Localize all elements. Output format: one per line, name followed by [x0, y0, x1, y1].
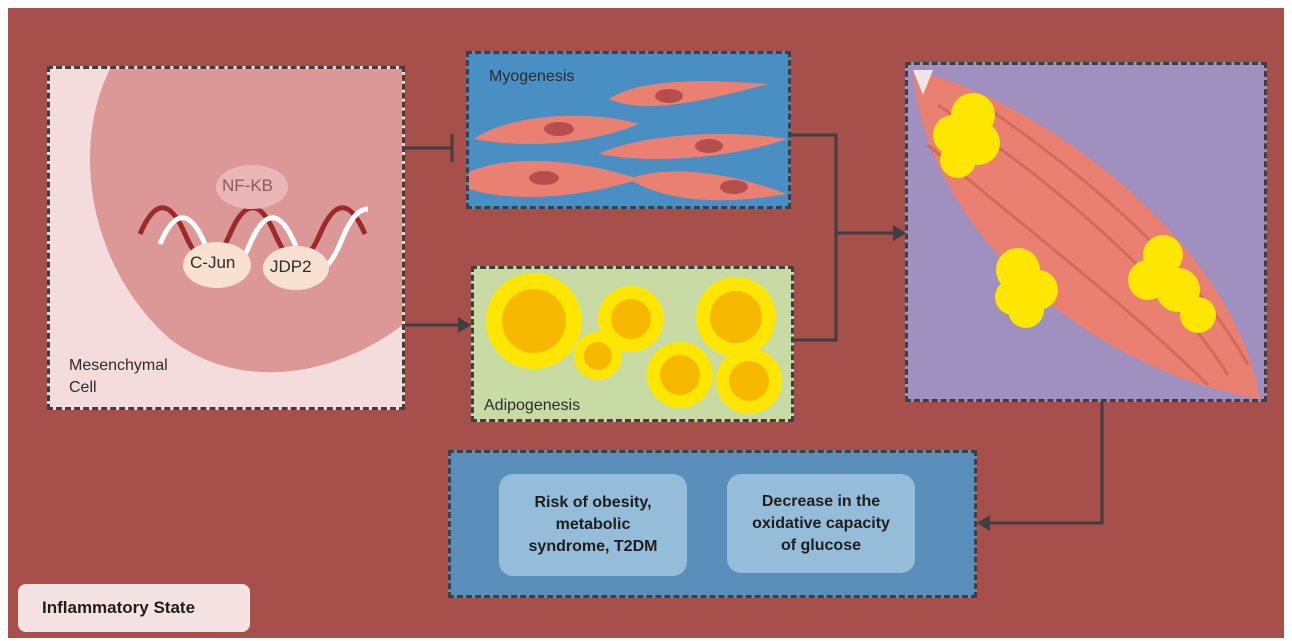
- outcome-connector: [990, 402, 1102, 523]
- inflammatory-state-badge: Inflammatory State: [18, 584, 250, 632]
